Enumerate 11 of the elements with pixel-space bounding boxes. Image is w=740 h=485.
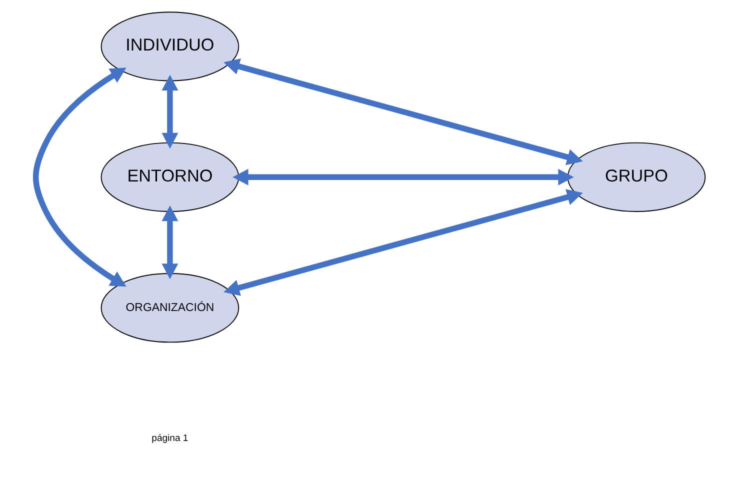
node-ellipse: GRUPO xyxy=(566,142,706,212)
arrow xyxy=(223,189,582,296)
arrow xyxy=(161,74,178,149)
node-ellipse: ORGANIZACIÓN xyxy=(100,273,239,343)
arrow xyxy=(232,168,574,186)
arrow xyxy=(32,68,126,287)
arrow xyxy=(161,205,178,280)
node-ellipse: INDIVIDUO xyxy=(100,12,239,82)
node-ellipse: ENTORNO xyxy=(100,142,239,212)
arrow xyxy=(223,58,582,166)
label: página 1 xyxy=(151,432,188,444)
